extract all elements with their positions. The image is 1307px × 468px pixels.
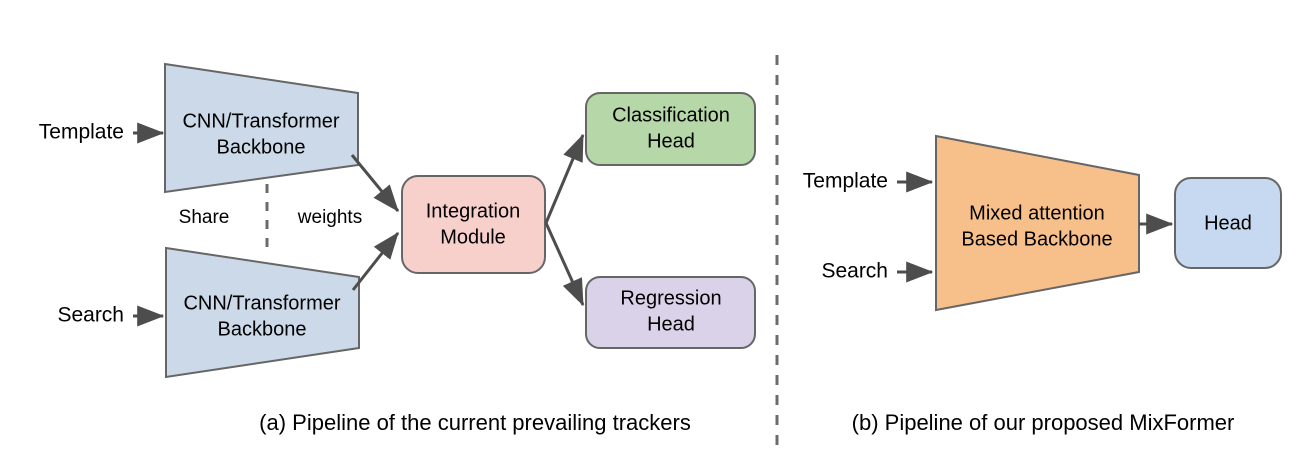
panel-b-search-input: Search [821,260,934,283]
regression-head-node[interactable]: Regression Head [585,276,756,349]
integration-module-shape [401,175,546,274]
panel-b-search-label: Search [821,260,888,283]
mixed-attention-label-line2: Based Backbone [961,228,1112,250]
panel-a-backbone-search[interactable]: CNN/Transformer Backbone [165,246,360,379]
classification-head-shape [585,92,756,166]
backbone-template-label-line1: CNN/Transformer [182,110,339,132]
share-weights-connector: Share weights [179,184,362,255]
share-weights-label-right: weights [297,207,362,228]
panel-b-caption: (b) Pipeline of our proposed MixFormer [852,410,1235,435]
head-shape [1174,177,1282,269]
regression-head-shape [585,276,756,349]
arrow-search-backbone-to-integration [351,232,400,291]
panel-b-template-label: Template [803,170,888,193]
head-node[interactable]: Head [1174,177,1282,269]
backbone-search-label-line1: CNN/Transformer [183,292,340,314]
head-label: Head [1204,212,1252,234]
panel-a-backbone-template[interactable]: CNN/Transformer Backbone [164,62,359,194]
classification-head-label-line1: Classification [612,104,730,126]
backbone-trapezoid-shape [165,246,360,379]
backbone-trapezoid-shape [164,62,359,194]
panel-a-template-label: Template [39,121,124,144]
backbone-search-label-line2: Backbone [218,318,307,340]
panel-b-template-input: Template [803,170,934,193]
backbone-template-label-line2: Backbone [217,136,306,158]
mixed-attention-backbone-node[interactable]: Mixed attention Based Backbone [935,134,1140,312]
panel-a-search-label: Search [57,304,124,327]
panel-a-search-input: Search [57,304,165,327]
panel-a-template-input: Template [39,121,165,144]
share-weights-label-left: Share [179,207,230,228]
mixed-attention-label-line1: Mixed attention [969,202,1105,224]
arrow-template-backbone-to-integration [350,154,400,212]
classification-head-node[interactable]: Classification Head [585,92,756,166]
mixed-attention-backbone-shape [935,134,1140,312]
arrow-integration-to-regression [544,222,585,307]
integration-module-label-line1: Integration [426,200,521,222]
regression-head-label-line1: Regression [620,287,721,309]
arrow-integration-to-classification [544,133,585,224]
classification-head-label-line2: Head [647,130,695,152]
integration-module-label-line2: Module [440,226,506,248]
panel-a-caption: (a) Pipeline of the current prevailing t… [259,410,691,435]
regression-head-label-line2: Head [647,313,695,335]
integration-module-node[interactable]: Integration Module [401,175,546,274]
